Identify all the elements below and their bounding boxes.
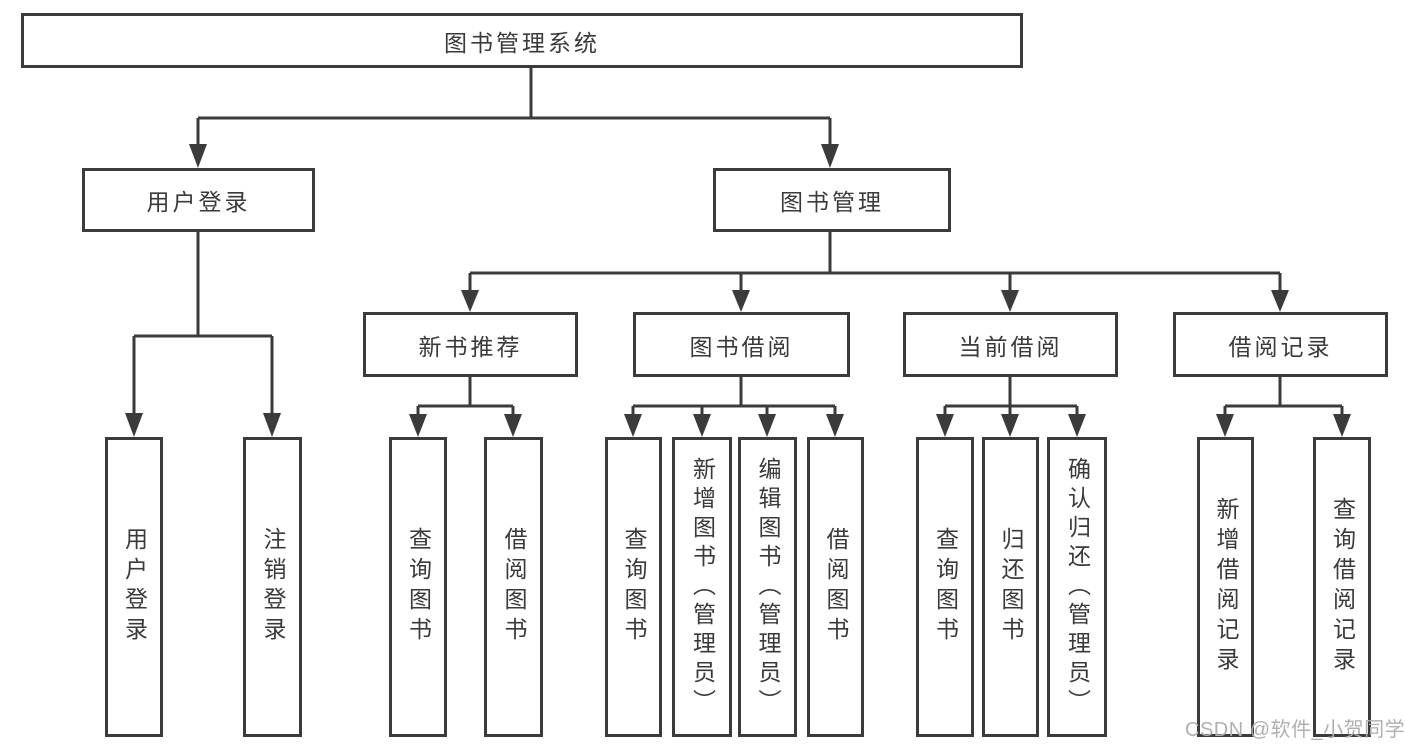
node-borrow-record: 借阅记录 <box>1173 312 1388 377</box>
leaf-label: 归还图书 <box>998 527 1024 647</box>
leaf-logout-login: 注销登录 <box>243 437 302 737</box>
arrow-down-icon <box>1333 414 1351 437</box>
leaf-label: 借阅图书 <box>823 527 849 647</box>
leaf-label: 查询图书 <box>405 527 432 647</box>
node-root: 图书管理系统 <box>21 13 1023 68</box>
leaf-label: 查询借阅记录 <box>1329 497 1356 677</box>
node-book-borrow: 图书借阅 <box>633 312 850 377</box>
leaf-label: 借阅图书 <box>501 527 527 647</box>
arrow-down-icon <box>1001 414 1019 437</box>
connector-book-borrow-children <box>624 377 844 437</box>
arrow-down-icon <box>758 414 776 437</box>
arrow-down-icon <box>821 144 839 168</box>
leaf-query-book-current: 查询图书 <box>916 437 974 737</box>
arrow-down-icon <box>1068 414 1086 437</box>
arrow-down-icon <box>1271 290 1289 312</box>
node-current-borrow: 当前借阅 <box>903 312 1118 377</box>
arrow-down-icon <box>263 413 281 437</box>
leaf-add-borrow-record: 新增借阅记录 <box>1197 437 1254 737</box>
arrow-down-icon <box>1216 414 1234 437</box>
arrow-down-icon <box>936 414 954 437</box>
leaf-label: 查询图书 <box>932 527 959 647</box>
leaf-label: 编辑图书（管理员） <box>755 456 781 718</box>
node-user-login: 用户登录 <box>82 168 315 232</box>
leaf-label: 确认归还（管理员） <box>1064 456 1091 718</box>
arrow-down-icon <box>624 414 642 437</box>
arrow-down-icon <box>189 144 207 168</box>
connector-root-to-level1 <box>189 68 839 168</box>
arrow-down-icon <box>125 413 143 437</box>
leaf-edit-book-admin: 编辑图书（管理员） <box>738 437 797 737</box>
connector-new-book-recommend-children <box>409 377 522 437</box>
leaf-label: 用户登录 <box>121 527 148 647</box>
leaf-query-book-borrow: 查询图书 <box>605 437 662 737</box>
node-book-management: 图书管理 <box>713 168 951 232</box>
arrow-down-icon <box>826 414 844 437</box>
leaf-confirm-return-admin: 确认归还（管理员） <box>1047 437 1107 737</box>
leaf-query-borrow-record: 查询借阅记录 <box>1313 437 1371 737</box>
leaf-query-book-recommend: 查询图书 <box>389 437 447 737</box>
leaf-label: 注销登录 <box>260 527 286 647</box>
leaf-borrow-book-recommend: 借阅图书 <box>484 437 543 737</box>
leaf-label: 新增图书（管理员） <box>689 456 716 718</box>
leaf-borrow-book-borrow: 借阅图书 <box>807 437 864 737</box>
leaf-return-book: 归还图书 <box>982 437 1039 737</box>
leaf-add-book-admin: 新增图书（管理员） <box>672 437 732 737</box>
arrow-down-icon <box>693 414 711 437</box>
leaf-user-login: 用户登录 <box>105 437 163 737</box>
arrow-down-icon <box>461 290 479 312</box>
watermark-text: CSDN @软件_小贺同学 <box>1185 719 1405 741</box>
arrow-down-icon <box>409 414 427 437</box>
connector-book-management-children <box>461 232 1289 312</box>
arrow-down-icon <box>732 290 750 312</box>
arrow-down-icon <box>504 414 522 437</box>
node-new-book-recommend: 新书推荐 <box>363 312 578 377</box>
leaf-label: 新增借阅记录 <box>1213 497 1239 677</box>
connector-borrow-record-children <box>1216 377 1351 437</box>
leaf-label: 查询图书 <box>621 527 647 647</box>
arrow-down-icon <box>1001 290 1019 312</box>
connector-current-borrow-children <box>936 377 1086 437</box>
connector-user-login-children <box>125 232 281 437</box>
